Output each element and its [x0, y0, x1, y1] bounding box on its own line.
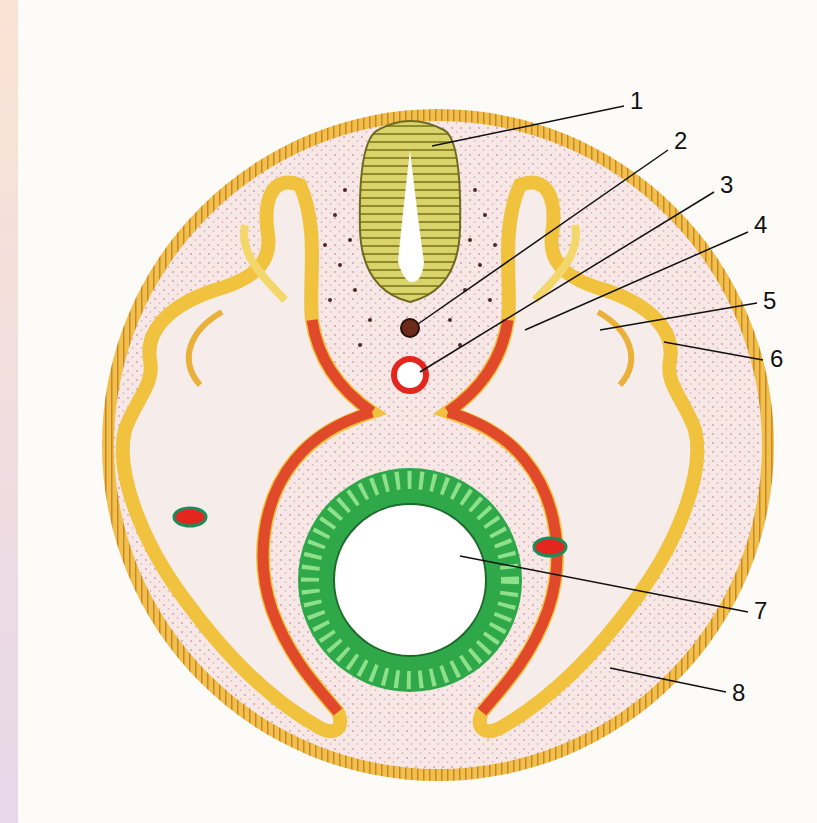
callout-number: 5: [761, 288, 778, 314]
callout-number: 3: [718, 172, 735, 198]
callout-number: 2: [672, 128, 689, 154]
callout-number: 1: [628, 88, 645, 114]
callout-number: 7: [752, 598, 769, 624]
callout-number: 4: [752, 212, 769, 238]
callout-number: 8: [730, 680, 747, 706]
callout-number: 6: [768, 346, 785, 372]
